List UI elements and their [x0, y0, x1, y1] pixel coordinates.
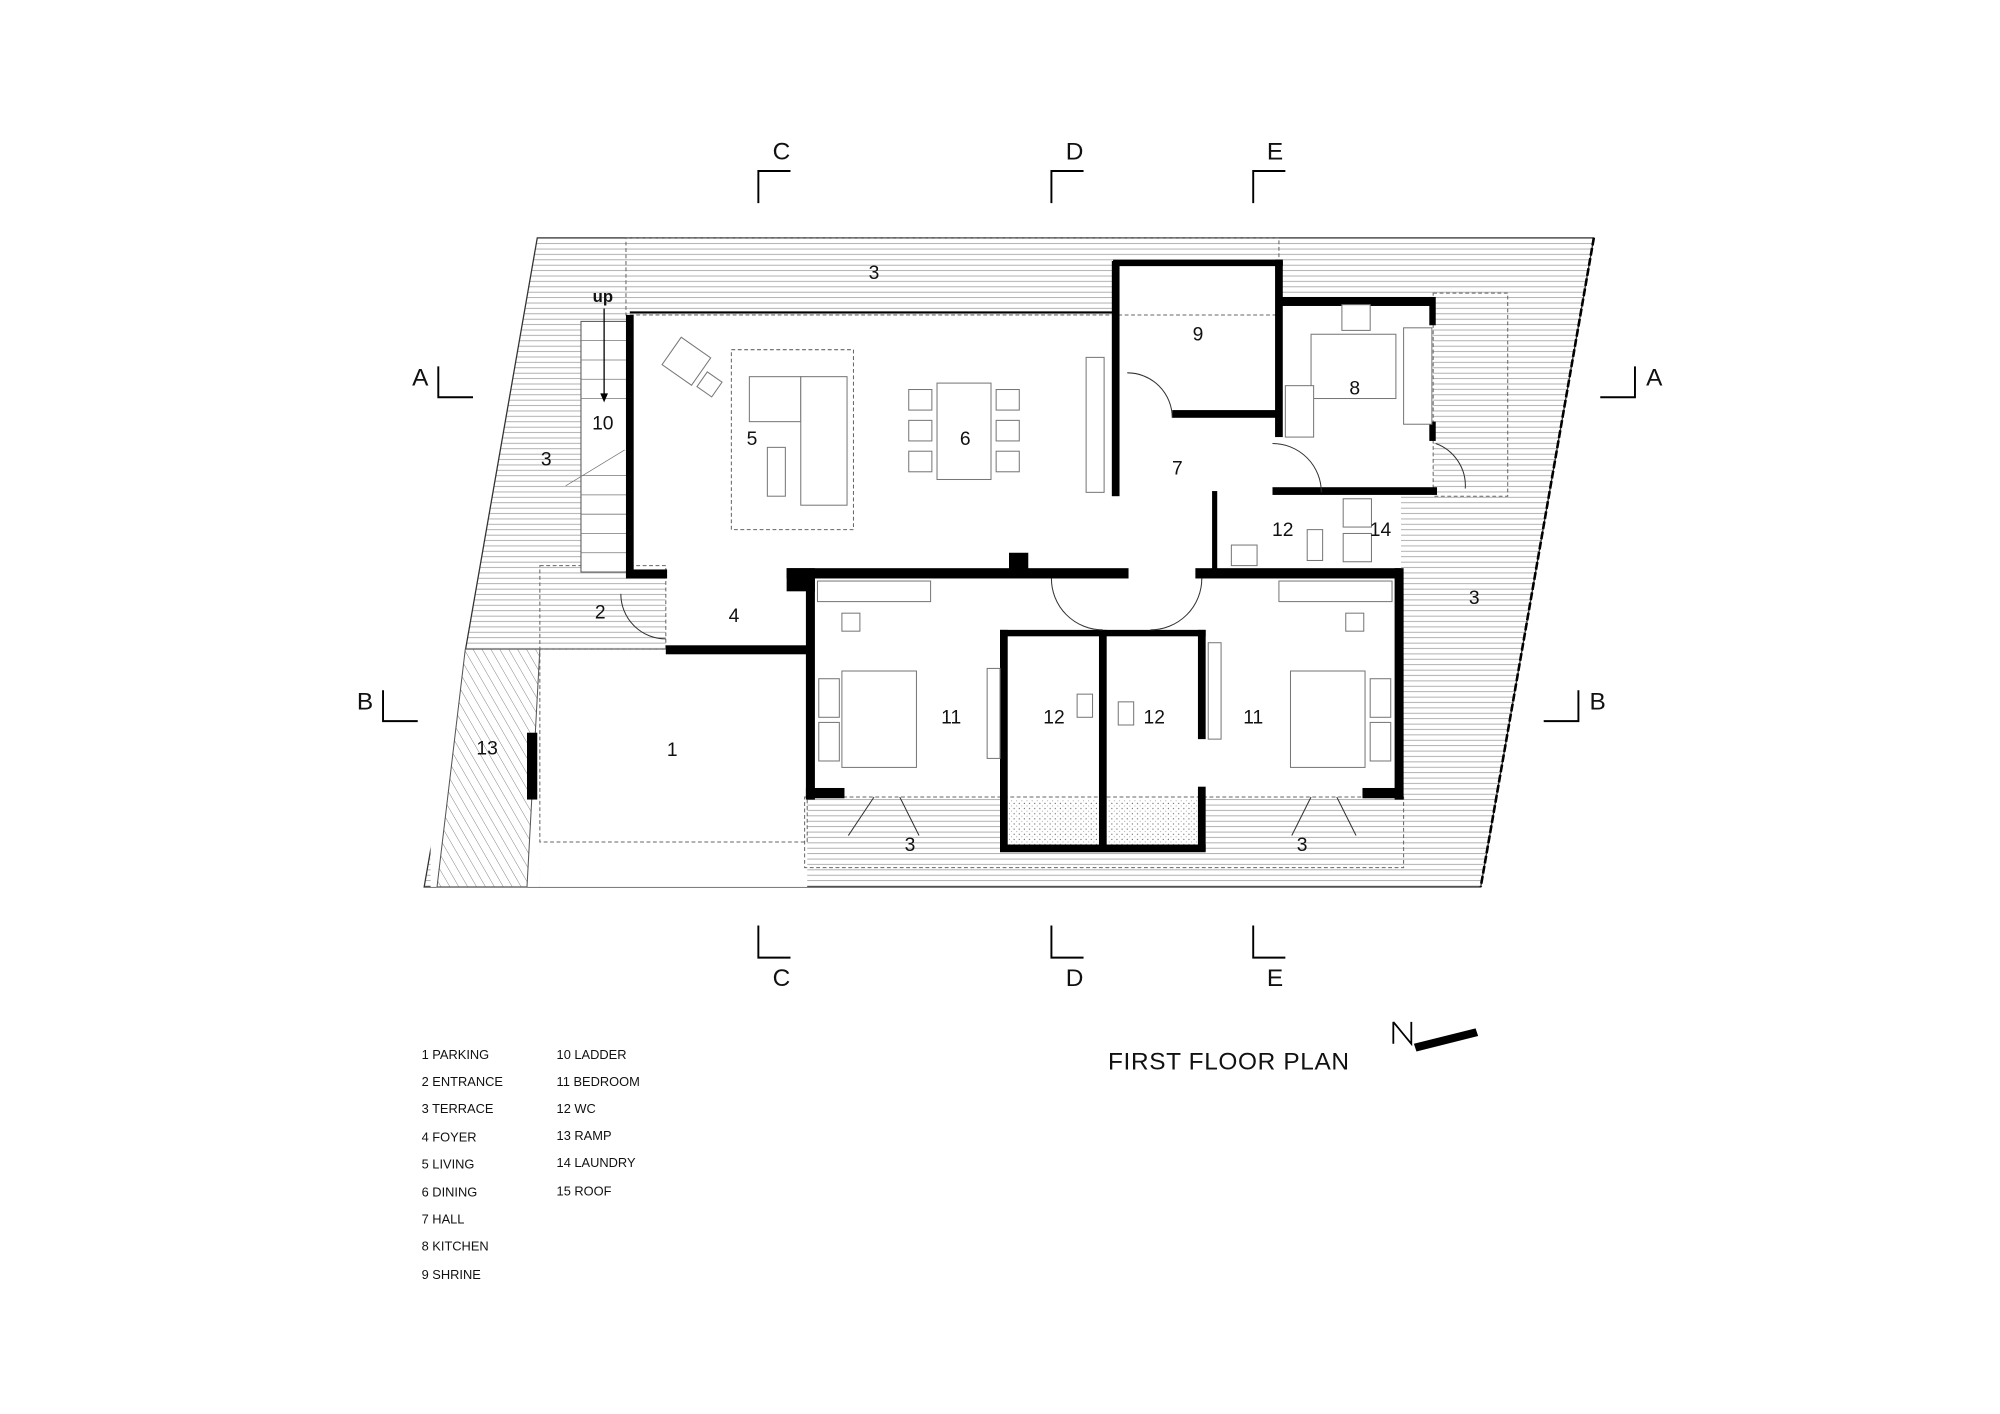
kitchen-roof-outline [1432, 292, 1509, 497]
label-wc: 12 [1144, 708, 1165, 729]
label-terrace: 3 [869, 263, 880, 284]
legend-item: 15 ROOF [557, 1183, 612, 1198]
legend-item: 1 PARKING [422, 1047, 490, 1062]
legend-item: 12 WC [557, 1101, 596, 1116]
planter [1008, 799, 1098, 845]
section-label-d: D [1066, 965, 1084, 992]
ramp-wall [526, 732, 538, 800]
section-label-e: E [1267, 138, 1283, 165]
legend-item: 13 RAMP [557, 1128, 612, 1143]
legend: 1 PARKING 2 ENTRANCE 3 TERRACE 4 FOYER 5… [422, 1047, 640, 1282]
entrance-outline [539, 565, 667, 650]
legend-item: 7 HALL [422, 1212, 465, 1227]
label-living: 5 [747, 429, 758, 450]
walls [625, 259, 1438, 853]
label-ramp: 13 [476, 739, 497, 760]
legend-item: 8 KITCHEN [422, 1239, 489, 1254]
label-ladder: 10 [592, 413, 613, 434]
door-swings [620, 372, 1466, 836]
label-terrace: 3 [905, 835, 916, 856]
section-markers [382, 170, 1636, 959]
plan-title: FIRST FLOOR PLAN [1108, 1048, 1350, 1075]
ramp [436, 648, 541, 888]
label-wc: 12 [1272, 520, 1293, 541]
section-label-e: E [1267, 965, 1283, 992]
section-label-c: C [773, 965, 791, 992]
label-entrance: 2 [595, 602, 606, 623]
label-terrace: 3 [1297, 835, 1308, 856]
label-wc: 12 [1043, 708, 1064, 729]
planter [1107, 799, 1198, 845]
label-hall: 7 [1172, 458, 1183, 479]
furniture [661, 304, 1433, 768]
label-bedroom: 11 [1243, 708, 1263, 729]
label-foyer: 4 [729, 606, 740, 627]
label-dining: 6 [960, 429, 971, 450]
section-label-b: B [1590, 689, 1606, 716]
label-laundry: 14 [1370, 520, 1392, 541]
room-labels: 1 2 3 3 3 3 3 4 5 6 7 8 9 10 11 11 12 12… [476, 263, 1479, 856]
north-arrow-icon [1392, 1021, 1479, 1052]
label-terrace: 3 [1469, 588, 1480, 609]
legend-item: 2 ENTRANCE [422, 1074, 504, 1089]
section-label-c: C [773, 138, 791, 165]
legend-item: 6 DINING [422, 1185, 478, 1200]
legend-item: 9 SHRINE [422, 1267, 482, 1282]
label-terrace: 3 [541, 449, 552, 470]
legend-item: 5 LIVING [422, 1156, 475, 1171]
legend-item: 10 LADDER [557, 1047, 627, 1062]
label-kitchen: 8 [1349, 379, 1360, 400]
section-label-b: B [357, 689, 373, 716]
label-parking: 1 [667, 740, 678, 761]
section-label-a: A [1646, 365, 1663, 392]
section-label-a: A [412, 365, 429, 392]
legend-item: 11 BEDROOM [557, 1074, 640, 1089]
label-shrine: 9 [1193, 325, 1204, 346]
label-bedroom: 11 [941, 708, 961, 729]
legend-item: 14 LAUNDRY [557, 1155, 636, 1170]
legend-item: 4 FOYER [422, 1129, 477, 1144]
stair-up-label: up [593, 287, 613, 306]
section-label-d: D [1066, 138, 1084, 165]
legend-item: 3 TERRACE [422, 1101, 494, 1116]
